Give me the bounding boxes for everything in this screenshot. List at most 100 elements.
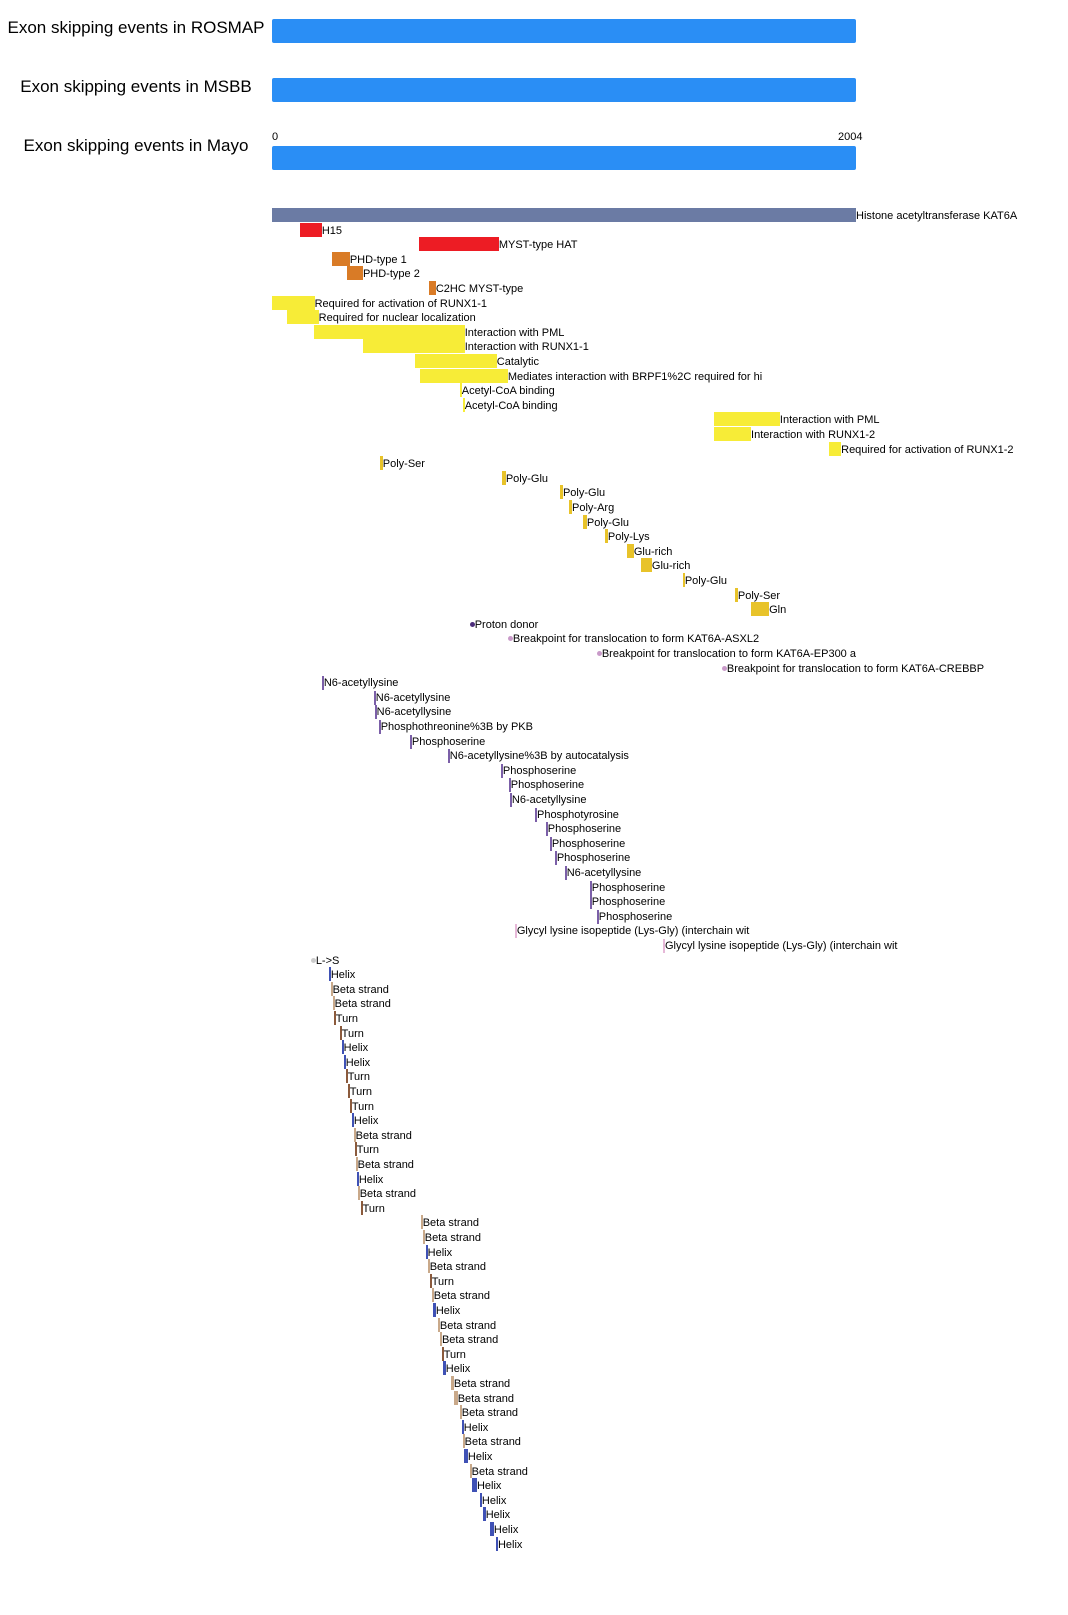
modres-feature-bar[interactable] — [447, 749, 450, 764]
modres-feature-bar[interactable] — [554, 851, 557, 866]
strand-feature-bar[interactable] — [332, 996, 335, 1011]
feature-label: Helix — [445, 1363, 471, 1376]
crosslnk-feature-bar[interactable] — [514, 924, 517, 939]
modres-feature-bar[interactable] — [500, 763, 503, 778]
helix-feature-bar[interactable] — [482, 1507, 486, 1522]
compbias-feature-bar[interactable] — [501, 470, 506, 485]
strand-feature-bar[interactable] — [437, 1317, 440, 1332]
compbias-feature-bar[interactable] — [626, 543, 634, 558]
modres-feature-bar[interactable] — [596, 909, 599, 924]
region-feature-bar[interactable] — [272, 295, 315, 310]
modres-feature-bar[interactable] — [545, 822, 548, 837]
helix-feature-bar[interactable] — [432, 1303, 436, 1317]
strand-feature-bar[interactable] — [439, 1332, 442, 1347]
helix-feature-bar[interactable] — [463, 1449, 468, 1463]
helix-feature-bar[interactable] — [471, 1478, 477, 1493]
helix-feature-bar[interactable] — [461, 1419, 464, 1434]
modres-feature-bar[interactable] — [534, 807, 537, 822]
helix-feature-bar[interactable] — [489, 1522, 494, 1536]
strand-feature-bar[interactable] — [357, 1186, 360, 1201]
compbias-feature-bar[interactable] — [582, 514, 587, 529]
modres-feature-bar[interactable] — [508, 778, 511, 793]
region-feature-bar[interactable] — [828, 441, 842, 456]
compbias-feature-bar[interactable] — [604, 529, 608, 544]
turn-feature-bar[interactable] — [441, 1346, 444, 1361]
region-feature-bar[interactable] — [414, 354, 497, 368]
modres-feature-bar[interactable] — [549, 836, 552, 851]
region-feature-bar[interactable] — [313, 324, 465, 339]
chain-feature-bar[interactable] — [272, 208, 856, 222]
site-marker[interactable] — [596, 651, 602, 656]
compbias-feature-bar[interactable] — [751, 602, 770, 617]
strand-feature-bar[interactable] — [353, 1127, 356, 1142]
helix-feature-bar[interactable] — [328, 967, 331, 982]
strand-feature-bar[interactable] — [355, 1157, 358, 1171]
helix-feature-bar[interactable] — [495, 1536, 498, 1551]
modres-feature-bar[interactable] — [509, 793, 512, 807]
modres-feature-bar[interactable] — [378, 720, 381, 734]
region-feature-bar[interactable] — [462, 397, 465, 412]
feature-label: Helix — [427, 1246, 453, 1259]
modres-feature-bar[interactable] — [564, 866, 567, 880]
helix-feature-bar[interactable] — [479, 1492, 482, 1507]
compbias-feature-bar[interactable] — [559, 485, 563, 500]
domain-feature-bar[interactable] — [418, 237, 499, 252]
site-marker[interactable] — [721, 665, 727, 671]
region-feature-bar[interactable] — [419, 368, 508, 383]
compbias-feature-bar[interactable] — [640, 558, 652, 573]
site-marker[interactable] — [507, 636, 513, 642]
region-feature-bar[interactable] — [714, 427, 752, 441]
zinc-feature-bar[interactable] — [428, 281, 436, 295]
modres-feature-bar[interactable] — [373, 690, 376, 705]
strand-feature-bar[interactable] — [453, 1390, 458, 1405]
compbias-feature-bar[interactable] — [735, 587, 738, 602]
helix-feature-bar[interactable] — [442, 1361, 446, 1376]
turn-feature-bar[interactable] — [360, 1200, 363, 1215]
domain-feature-bar[interactable] — [299, 222, 322, 237]
feature-label: Glycyl lysine isopeptide (Lys-Gly) (inte… — [516, 925, 750, 938]
turn-feature-bar[interactable] — [345, 1069, 348, 1084]
compbias-feature-bar[interactable] — [682, 573, 685, 587]
turn-feature-bar[interactable] — [349, 1098, 352, 1113]
helix-feature-bar[interactable] — [356, 1171, 359, 1186]
turn-feature-bar[interactable] — [354, 1142, 357, 1157]
crosslnk-feature-bar[interactable] — [662, 939, 665, 953]
region-feature-bar[interactable] — [362, 339, 465, 354]
variant-marker[interactable] — [310, 957, 316, 963]
turn-feature-bar[interactable] — [333, 1011, 336, 1025]
modres-feature-bar[interactable] — [589, 895, 592, 910]
exon-bar-mayo[interactable] — [272, 146, 856, 170]
strand-feature-bar[interactable] — [459, 1405, 462, 1420]
modres-feature-bar[interactable] — [409, 734, 412, 749]
helix-feature-bar[interactable] — [351, 1113, 354, 1128]
region-feature-bar[interactable] — [286, 310, 319, 325]
helix-feature-bar[interactable] — [343, 1054, 346, 1069]
turn-feature-bar[interactable] — [339, 1025, 342, 1040]
feature-label: Turn — [356, 1144, 380, 1157]
strand-feature-bar[interactable] — [431, 1288, 434, 1303]
strand-feature-bar[interactable] — [330, 981, 333, 996]
region-feature-bar[interactable] — [714, 412, 780, 427]
active-marker[interactable] — [469, 621, 475, 627]
modres-feature-bar[interactable] — [321, 676, 324, 691]
helix-feature-bar[interactable] — [425, 1244, 428, 1259]
turn-feature-bar[interactable] — [347, 1084, 350, 1098]
turn-feature-bar[interactable] — [429, 1273, 432, 1288]
exon-bar-rosmap[interactable] — [272, 19, 856, 43]
exon-bar-msbb[interactable] — [272, 78, 856, 102]
helix-feature-bar[interactable] — [341, 1040, 344, 1055]
strand-feature-bar[interactable] — [469, 1463, 472, 1478]
modres-feature-bar[interactable] — [374, 705, 377, 720]
strand-feature-bar[interactable] — [450, 1376, 454, 1390]
zinc-feature-bar[interactable] — [346, 266, 363, 281]
compbias-feature-bar[interactable] — [568, 500, 572, 514]
feature-label: Phosphoserine — [502, 764, 577, 777]
modres-feature-bar[interactable] — [589, 880, 592, 895]
strand-feature-bar[interactable] — [420, 1215, 423, 1230]
strand-feature-bar[interactable] — [422, 1230, 425, 1244]
strand-feature-bar[interactable] — [427, 1259, 430, 1274]
strand-feature-bar[interactable] — [462, 1434, 465, 1449]
region-feature-bar[interactable] — [459, 383, 462, 398]
compbias-feature-bar[interactable] — [379, 456, 383, 471]
zinc-feature-bar[interactable] — [331, 251, 350, 266]
